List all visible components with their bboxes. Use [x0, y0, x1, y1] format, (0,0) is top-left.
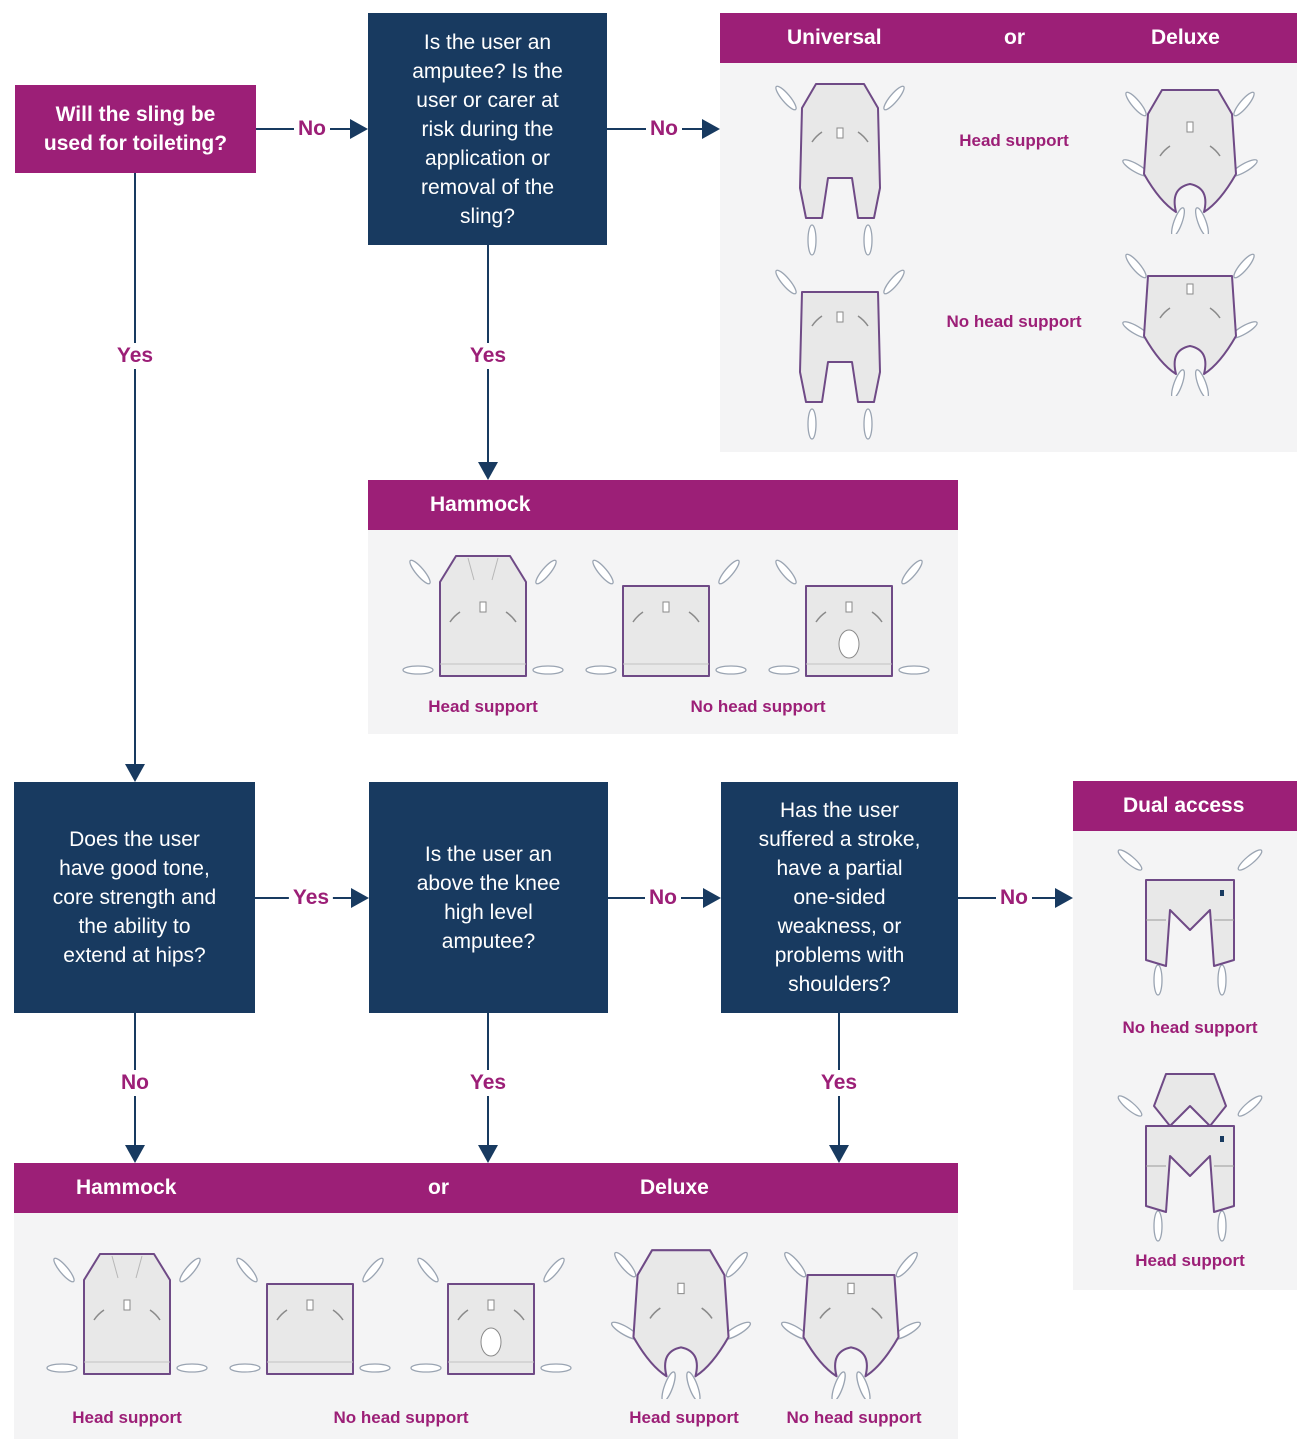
- hammock-sling-no-head-support-icon: [585, 559, 747, 677]
- deluxe-sling-head-support-icon: [610, 1249, 752, 1399]
- question-above-knee-amputee: Is the user an above the knee high level…: [369, 782, 608, 1013]
- label-tone-yes: Yes: [288, 885, 334, 911]
- caption-head-support: Head support: [1135, 1251, 1245, 1270]
- deluxe-title: Deluxe: [1151, 26, 1220, 49]
- label-stroke-yes: Yes: [816, 1070, 862, 1096]
- universal-deluxe-header: Universal or Deluxe: [720, 13, 1297, 63]
- label-start-no: No: [294, 116, 330, 142]
- dual-access-title: Dual access: [1123, 794, 1245, 817]
- universal-sling-no-head-support-icon: [775, 269, 905, 440]
- label-amputee-yes: Yes: [465, 343, 511, 369]
- hammock-title: Hammock: [430, 493, 531, 516]
- question-stroke: Has the user suffered a stroke, have a p…: [721, 782, 958, 1013]
- deluxe-sling-no-head-support-icon: [780, 1251, 922, 1399]
- dual-access-sling-head-support-icon: [1117, 1073, 1263, 1242]
- caption-head-support: Head support: [72, 1408, 182, 1427]
- caption-no-head-support: No head support: [946, 312, 1082, 331]
- question-amputee-risk: Is the user an amputee? Is the user or c…: [368, 13, 607, 245]
- caption-no-head-support: No head support: [1122, 1018, 1258, 1037]
- hammock-sling-commode-icon: [768, 559, 930, 677]
- hammock-sling-commode-icon: [410, 1257, 572, 1375]
- dual-access-header: Dual access: [1073, 781, 1297, 831]
- hammock-title: Hammock: [76, 1176, 177, 1199]
- deluxe-sling-head-support-icon: [1122, 89, 1258, 234]
- hammock-deluxe-header: Hammock or Deluxe: [14, 1163, 958, 1213]
- label-amputee-no: No: [646, 116, 682, 142]
- universal-title: Universal: [787, 26, 882, 49]
- or-label: or: [428, 1176, 449, 1199]
- caption-no-head-support: No head support: [333, 1408, 469, 1427]
- label-knee-no: No: [645, 885, 681, 911]
- label-start-yes: Yes: [112, 343, 158, 369]
- caption-head-support: Head support: [629, 1408, 739, 1427]
- dual-access-sling-no-head-support-icon: [1117, 849, 1263, 996]
- deluxe-sling-no-head-support-icon: [1122, 253, 1258, 396]
- question-good-tone: Does the user have good tone, core stren…: [14, 782, 255, 1013]
- label-knee-yes: Yes: [465, 1070, 511, 1096]
- label-stroke-no: No: [996, 885, 1032, 911]
- caption-head-support: Head support: [428, 697, 538, 716]
- hammock-sling-no-head-support-icon: [229, 1257, 391, 1375]
- label-tone-no: No: [117, 1070, 153, 1096]
- caption-no-head-support: No head support: [690, 697, 826, 716]
- caption-head-support: Head support: [959, 131, 1069, 150]
- hammock-header: Hammock: [368, 480, 958, 530]
- caption-no-head-support: No head support: [786, 1408, 922, 1427]
- or-label: or: [1004, 26, 1025, 49]
- start-question-toileting: Will the sling be used for toileting?: [15, 85, 256, 173]
- hammock-sling-head-support-icon: [402, 555, 564, 677]
- universal-sling-head-support-icon: [775, 83, 905, 256]
- deluxe-title: Deluxe: [640, 1176, 709, 1199]
- hammock-sling-head-support-icon: [46, 1253, 208, 1375]
